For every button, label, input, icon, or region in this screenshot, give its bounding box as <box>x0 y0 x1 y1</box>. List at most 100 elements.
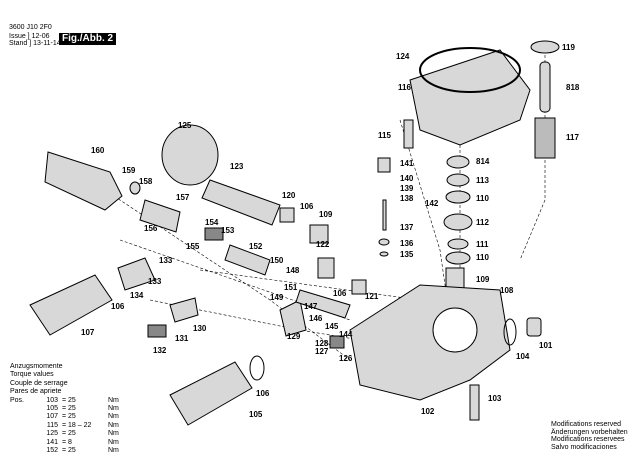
part-label: 130 <box>193 324 207 333</box>
tube-123 <box>201 179 281 226</box>
part-label: 105 <box>249 410 263 419</box>
torque-pos: 107 <box>46 413 58 421</box>
part-label: 115 <box>378 131 391 140</box>
part-label: 104 <box>516 352 530 361</box>
fitting-107 <box>29 274 113 336</box>
mod-line: Modifications reserved <box>551 421 622 428</box>
fitting-120 <box>279 207 295 223</box>
spring-117 <box>534 117 556 159</box>
valve-stack <box>377 155 473 289</box>
part-label: 155 <box>186 242 200 251</box>
part-label: 141 <box>400 159 414 168</box>
issue-label: Issue <box>9 33 26 40</box>
part-122 <box>317 257 335 279</box>
torque-title-es: Pares de apriete <box>10 388 62 396</box>
part-label: 158 <box>139 177 153 186</box>
torque-title-en: Torque values <box>10 371 54 379</box>
part-label: 120 <box>282 191 296 200</box>
part-label: 116 <box>398 83 411 92</box>
part-129 <box>279 299 307 337</box>
spring-154 <box>204 227 224 241</box>
part-label: 136 <box>400 239 414 248</box>
part-label: 127 <box>315 347 329 356</box>
torque-value: = 25 <box>62 413 76 421</box>
stand-label: Stand <box>9 40 28 47</box>
part-label: 102 <box>421 407 435 416</box>
screw-115 <box>403 119 414 149</box>
torque-table: Anzugsmomente Torque values Couple de se… <box>10 363 119 455</box>
part-label: 146 <box>309 314 323 323</box>
part-label: 814 <box>476 157 490 166</box>
torque-pos: 125 <box>46 430 58 438</box>
torque-unit: Nm <box>108 438 119 446</box>
part-label: 148 <box>286 266 300 275</box>
part-label: 140 <box>400 174 414 183</box>
torque-value: = 18 – 22 <box>62 421 92 429</box>
cylinder-head <box>409 49 531 146</box>
spring-132 <box>147 324 167 338</box>
torque-pos: 115 <box>46 421 58 429</box>
part-134 <box>117 257 156 291</box>
part-label: 121 <box>365 292 379 301</box>
torque-value: = 25 <box>62 396 76 404</box>
part-label: 106 <box>111 302 125 311</box>
ring-159 <box>129 181 141 195</box>
part-label: 125 <box>178 121 192 130</box>
part-label: 139 <box>400 184 414 193</box>
part-label: 108 <box>500 286 514 295</box>
torque-title-de: Anzugsmomente <box>10 363 63 370</box>
issue-value: 12-06 <box>31 33 50 40</box>
part-label: 122 <box>316 240 330 249</box>
part-label: 154 <box>205 218 219 227</box>
pump-body-102 <box>349 284 511 401</box>
part-157 <box>139 199 181 233</box>
part-109 <box>309 224 329 244</box>
part-119 <box>530 40 560 54</box>
part-label: 133 <box>159 256 173 265</box>
fitting-105 <box>169 361 253 426</box>
part-label: 124 <box>396 52 410 61</box>
torque-title-fr: Couple de serrage <box>10 379 68 387</box>
part-label: 111 <box>476 240 489 249</box>
nozzle-160 <box>44 151 123 211</box>
torque-unit: Nm <box>108 396 119 404</box>
unloader-125 <box>161 124 219 186</box>
o-ring-104 <box>503 318 517 346</box>
part-label: 117 <box>566 133 579 142</box>
part-label: 129 <box>287 332 301 341</box>
part-label: 128 <box>315 339 329 348</box>
part-label: 142 <box>425 199 439 208</box>
part-label: 126 <box>339 354 353 363</box>
part-label: 153 <box>221 226 235 235</box>
part-label: 109 <box>319 210 333 219</box>
part-label: 152 <box>249 242 263 251</box>
part-label: 123 <box>230 162 244 171</box>
part-label: 135 <box>400 250 414 259</box>
torque-pos: 103 <box>46 396 58 404</box>
part-label: 109 <box>476 275 490 284</box>
part-147 <box>295 289 351 319</box>
part-label: 131 <box>175 334 189 343</box>
torque-value: = 25 <box>62 430 76 438</box>
torque-row: 107 = 25 Nm <box>10 413 119 421</box>
part-label: 113 <box>476 176 489 185</box>
pos-label: Pos. <box>10 396 25 404</box>
spring-144 <box>329 335 345 349</box>
part-121 <box>351 279 367 295</box>
torque-unit: Nm <box>108 413 119 421</box>
part-label: 106 <box>333 289 347 298</box>
part-label: 103 <box>488 394 502 403</box>
torque-pos: 141 <box>46 438 58 446</box>
part-label: 147 <box>304 302 318 311</box>
part-label: 149 <box>270 293 284 302</box>
stand-value: 13-11-14 <box>33 40 61 47</box>
part-label: 132 <box>153 346 167 355</box>
part-label: 159 <box>122 166 136 175</box>
figure-label: Fig./Abb. 2 <box>59 33 117 45</box>
torque-pos: 152 <box>46 447 58 455</box>
screw-103 <box>469 384 480 421</box>
part-label: 101 <box>539 341 553 350</box>
part-label: 144 <box>339 330 353 339</box>
part-label: 134 <box>130 291 144 300</box>
part-152 <box>224 244 271 276</box>
